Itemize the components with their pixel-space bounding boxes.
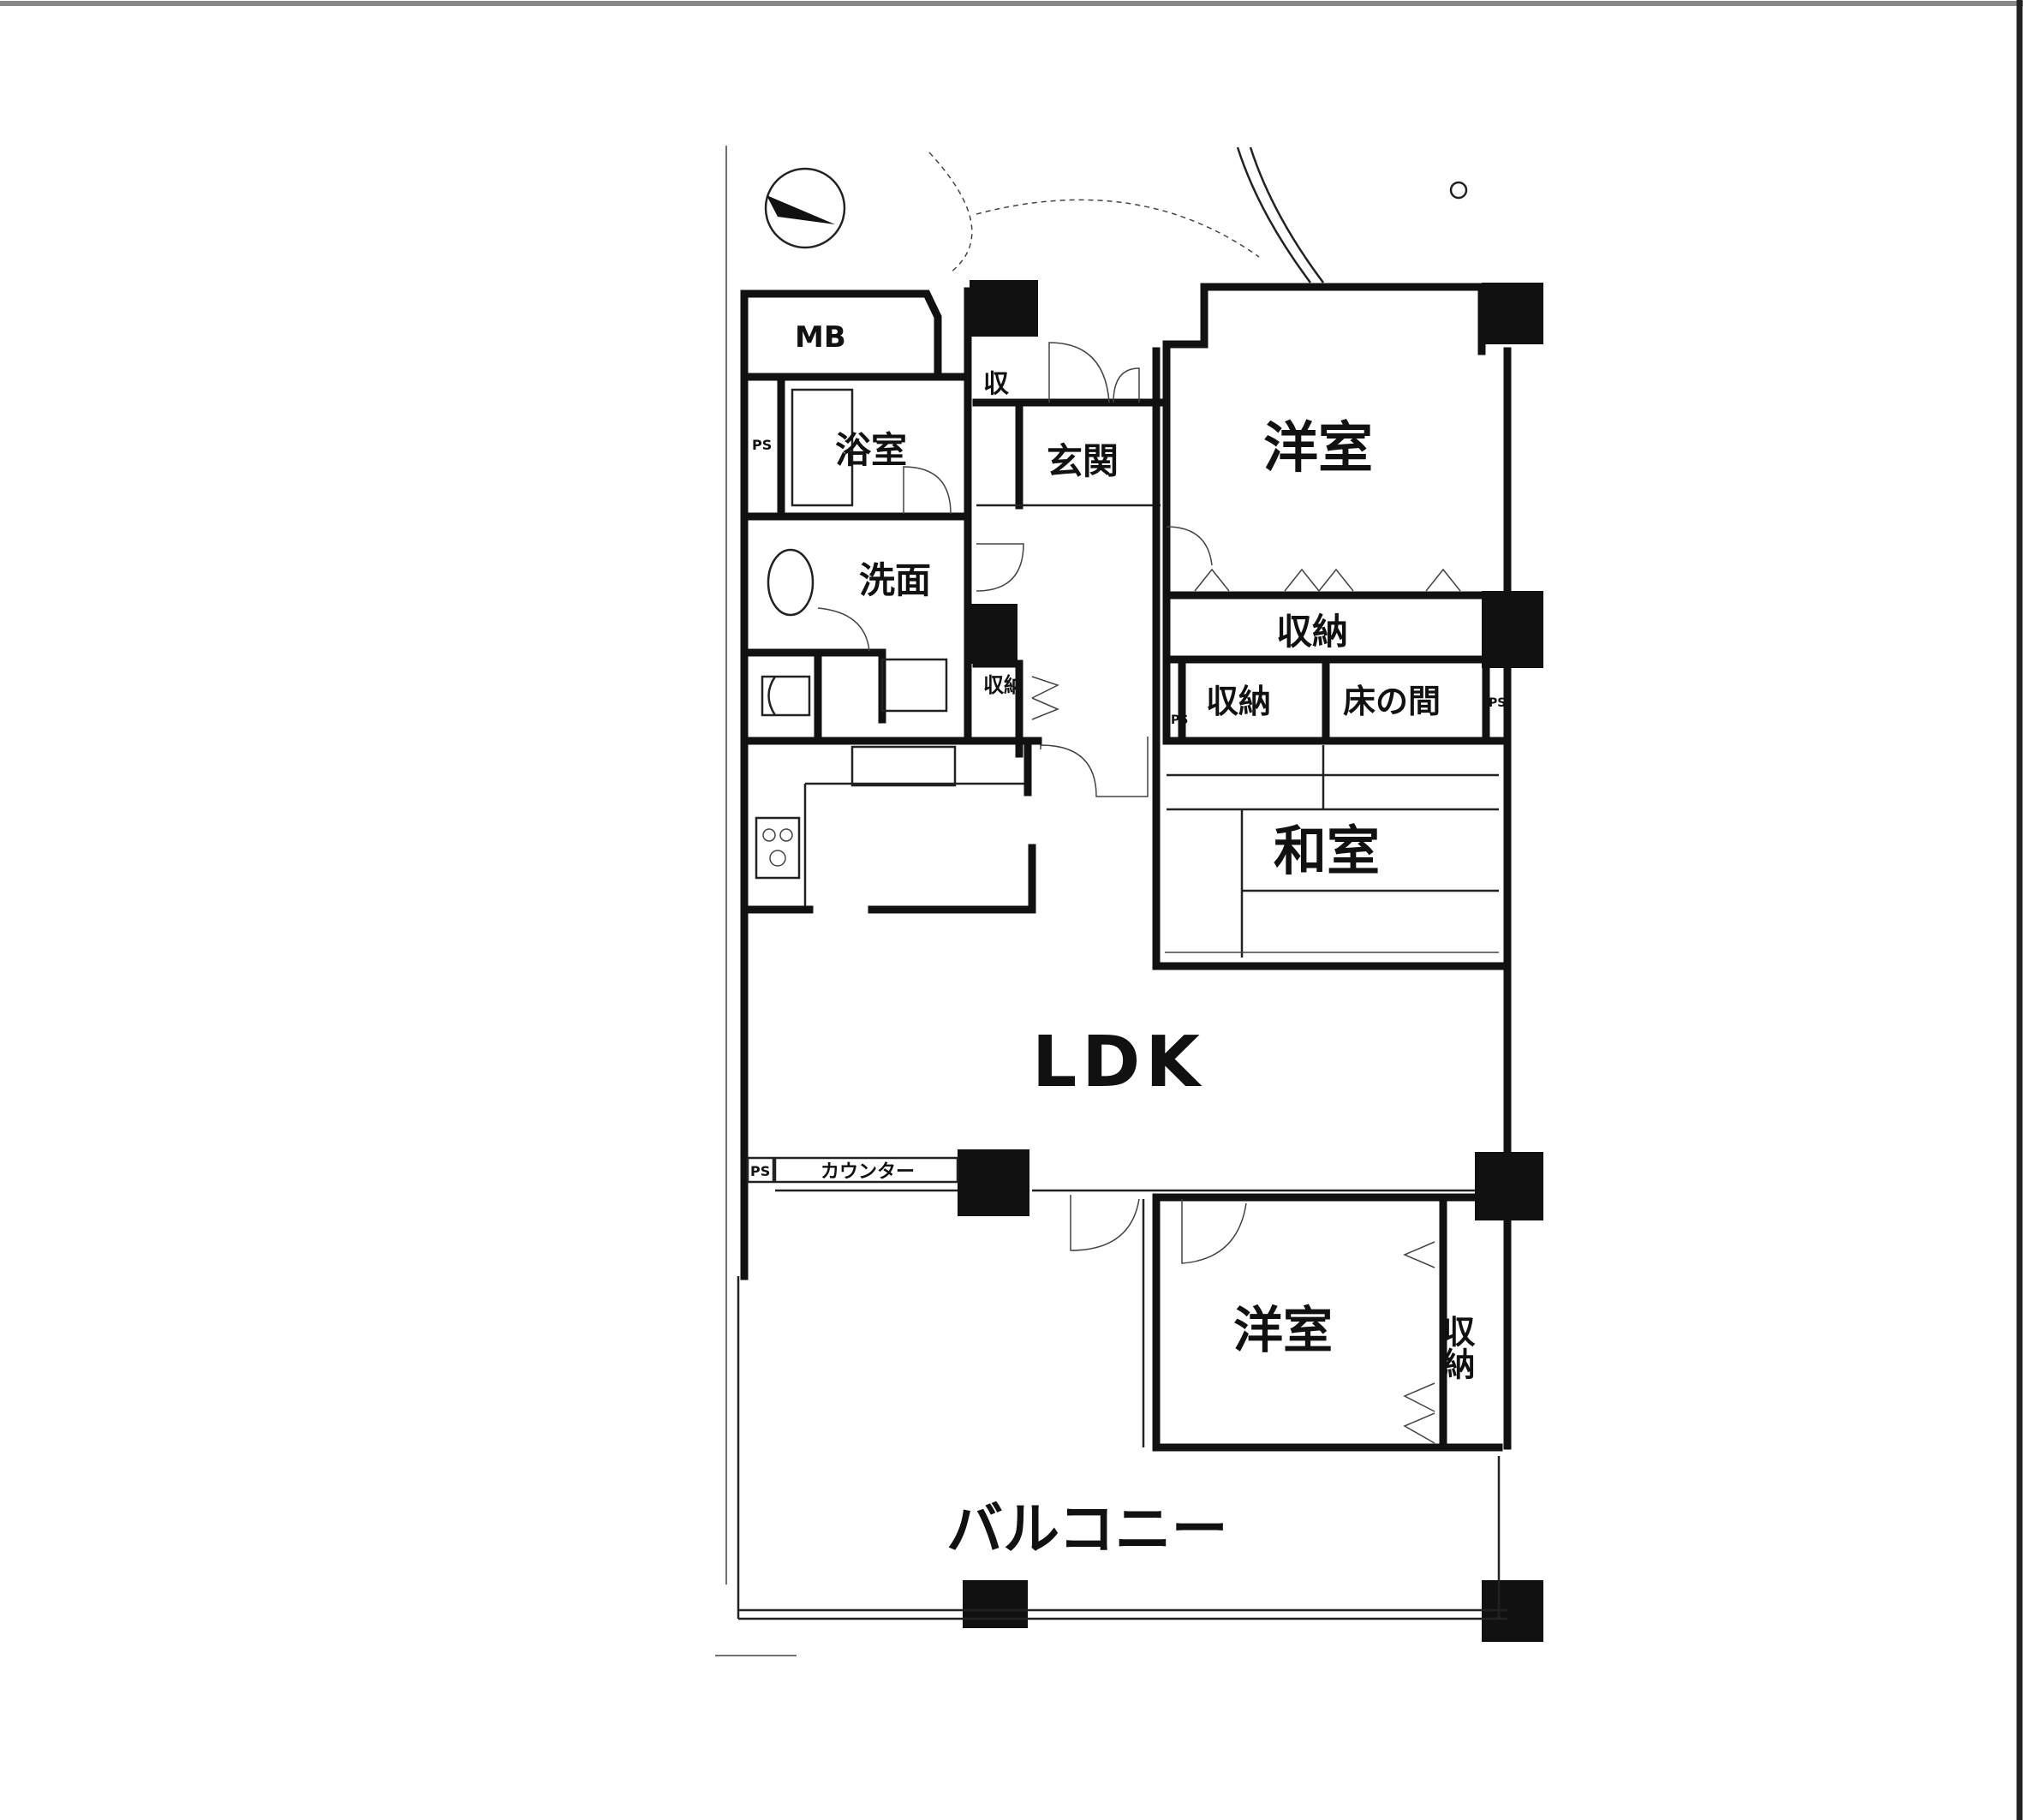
column-7	[963, 1580, 1028, 1628]
stair-rail-2	[1249, 146, 1325, 283]
ldk-door	[1040, 737, 1149, 797]
bathtub	[791, 388, 854, 507]
column-6	[1475, 1152, 1543, 1220]
south-room-door-2	[1181, 1199, 1247, 1264]
ldk-label: LDK	[1032, 1022, 1205, 1103]
closet-doors-north	[1194, 568, 1461, 592]
storage-band-walls	[1162, 591, 1512, 745]
stair-rail	[1236, 146, 1312, 283]
balcony-label: バルコニー	[946, 1496, 1228, 1562]
compass-icon	[764, 167, 846, 249]
hall-door	[976, 543, 1024, 592]
kitchen	[740, 737, 1036, 914]
front-door	[1048, 342, 1110, 403]
japanese-room-label: 和室	[1274, 820, 1380, 882]
japanese-room	[1152, 737, 1512, 970]
column-3	[1482, 591, 1543, 668]
washroom-label: 洗面	[859, 559, 931, 601]
storage-south-label: 収納	[1437, 1315, 1475, 1380]
ps-right-label: PS	[1489, 696, 1506, 710]
south-closet-doors	[1403, 1241, 1435, 1444]
bath-door	[903, 466, 952, 515]
western-north-door	[1166, 526, 1213, 566]
balcony	[737, 1276, 1507, 1620]
column-2	[1482, 283, 1543, 344]
storage-north-label: 収納	[1276, 611, 1348, 653]
storage-mid-label: 収納	[1206, 683, 1271, 720]
tokonoma-label: 床の間	[1343, 683, 1441, 720]
column-4	[968, 604, 1017, 664]
entrance-label: 玄関	[1047, 440, 1119, 482]
entry-storage-door	[1113, 367, 1140, 403]
counter-area	[746, 1156, 1475, 1192]
western-south-label: 洋室	[1233, 1301, 1333, 1359]
south-room-door-1	[1070, 1195, 1140, 1251]
ps-bath-label: PS	[752, 437, 772, 453]
washbasin	[767, 548, 815, 617]
entry-storage-label: 収	[983, 369, 1010, 399]
ps-mid-label: PS	[1171, 713, 1188, 727]
hall-storage-label: 収納	[983, 673, 1024, 697]
marker-icon	[1449, 181, 1468, 200]
column-1	[970, 280, 1038, 337]
ps-counter-label: PS	[750, 1163, 770, 1179]
mb-label: MB	[795, 320, 846, 355]
column-5	[958, 1149, 1029, 1216]
corridor-arc-2	[976, 199, 1260, 258]
entrance-walls	[972, 347, 1165, 758]
western-north-label: 洋室	[1263, 417, 1373, 480]
bath-label: 浴室	[835, 429, 907, 471]
corridor-arc	[928, 152, 973, 273]
hall-storage-door	[1031, 676, 1059, 720]
western-south-walls	[1142, 1193, 1503, 1452]
washer	[880, 658, 948, 713]
toilet	[761, 675, 811, 717]
counter-label: カウンター	[821, 1161, 915, 1183]
wash-door	[817, 607, 870, 652]
